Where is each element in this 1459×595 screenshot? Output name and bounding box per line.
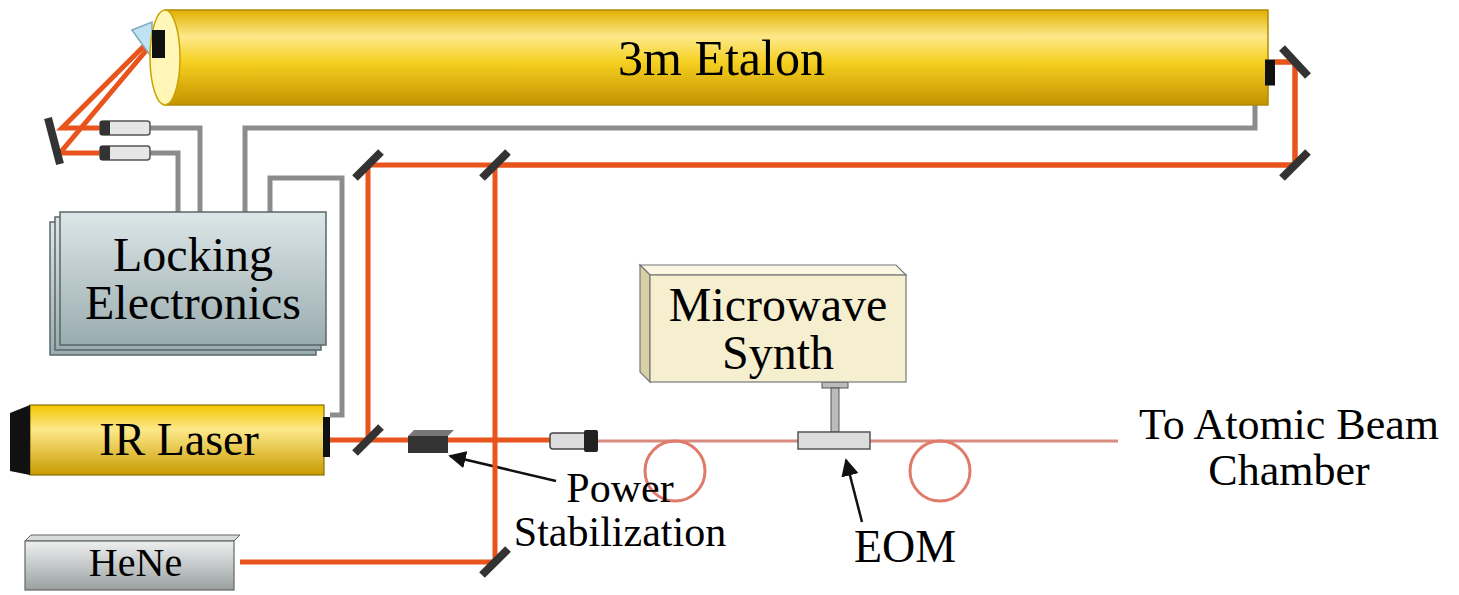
rf-connector xyxy=(822,382,848,388)
laser-box: HeNe xyxy=(25,535,240,590)
electronics-panel xyxy=(60,212,326,345)
node-content: HeNe xyxy=(31,535,240,590)
fiber-loop xyxy=(910,441,970,501)
synth-box: Microwave Synth xyxy=(640,265,906,382)
leader-arrow xyxy=(846,460,862,522)
node-content: IR Laser xyxy=(34,405,324,475)
power-stabilizer-top xyxy=(408,430,454,436)
electronics-box: Locking Electronics xyxy=(60,212,326,345)
box-side xyxy=(640,265,650,382)
photodetector xyxy=(100,146,150,160)
part-label: EOM xyxy=(840,523,970,571)
laser-cap xyxy=(10,405,30,475)
power-stabilizer xyxy=(408,436,448,453)
node-text: IR Laser xyxy=(99,417,259,463)
box-top xyxy=(640,265,906,275)
signal-wire xyxy=(245,105,1255,212)
signal-wire xyxy=(150,153,178,212)
laser-beam xyxy=(330,62,1295,440)
leader-arrow xyxy=(450,456,556,481)
laser-box: IR Laser xyxy=(10,405,330,475)
etalon-body xyxy=(165,10,1268,105)
prism xyxy=(132,22,152,58)
node-text: 3m Etalon xyxy=(618,33,825,83)
etalon-face xyxy=(150,10,180,105)
node-text: Locking Electronics xyxy=(60,231,326,327)
laser-aperture xyxy=(323,417,330,457)
beam-splitter xyxy=(355,427,381,453)
rf-cable xyxy=(831,388,839,432)
node-content: 3m Etalon xyxy=(182,10,1261,105)
mirror xyxy=(355,152,381,178)
box-top xyxy=(25,535,240,541)
mirror xyxy=(48,118,60,164)
photodetector-end xyxy=(100,121,110,135)
laser-beam xyxy=(368,438,552,443)
photodetector xyxy=(100,121,150,135)
node-content: Locking Electronics xyxy=(60,212,326,345)
laser-beam xyxy=(60,46,150,153)
node-text: HeNe xyxy=(89,543,182,583)
box-front xyxy=(650,275,906,382)
photodetector-end xyxy=(100,146,110,160)
node-content: Microwave Synth xyxy=(650,275,906,382)
node-text: Microwave Synth xyxy=(650,281,906,377)
part-label: Power Stabilization xyxy=(495,466,745,554)
mirror xyxy=(1282,152,1308,178)
laser-beam xyxy=(62,40,150,128)
mirror xyxy=(1282,48,1308,76)
signal-wire xyxy=(150,128,200,212)
mirror xyxy=(482,549,508,575)
etalon-mirror xyxy=(152,30,165,58)
beam-splitter xyxy=(482,152,508,178)
destination-label: To Atomic Beam Chamber xyxy=(1125,402,1453,494)
laser-body xyxy=(30,405,324,475)
laser-body xyxy=(25,541,234,590)
etalon-mirror xyxy=(1265,60,1275,86)
eom-crystal xyxy=(798,432,870,449)
laser-beam xyxy=(240,62,1295,562)
etalon-cylinder: 3m Etalon xyxy=(150,10,1275,105)
fiber-coupler-end xyxy=(584,430,598,452)
